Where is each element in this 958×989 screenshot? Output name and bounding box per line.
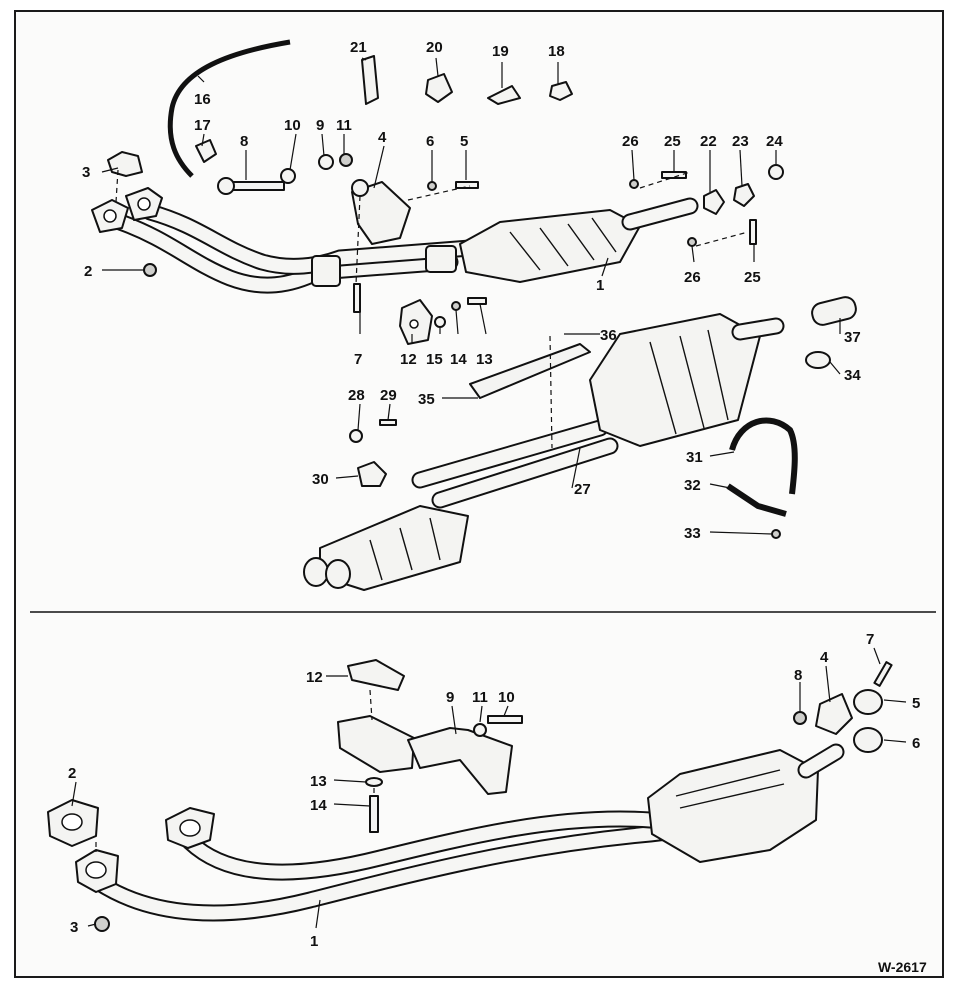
label-4: 4 [378,129,387,146]
label-26-upper: 26 [622,133,639,150]
lower-label-12: 12 [306,669,323,686]
label-29: 29 [380,387,397,404]
label-23: 23 [732,133,749,150]
bracket-lower [407,727,513,795]
label-28: 28 [348,387,365,404]
label-7: 7 [354,351,362,368]
clamp-20 [425,73,453,103]
lower-label-10: 10 [498,689,515,706]
label-36: 36 [600,327,617,344]
catalytic-converter-lower [647,743,845,863]
label-12: 12 [400,351,417,368]
lower-label-2: 2 [68,765,76,782]
label-18: 18 [548,43,565,60]
label-25-lower: 25 [744,269,761,286]
lower-label-13: 13 [310,773,327,790]
clip-19 [487,85,521,105]
label-37: 37 [844,329,861,346]
label-35: 35 [418,391,435,408]
label-17: 17 [194,117,211,134]
label-31: 31 [686,449,703,466]
label-16: 16 [194,91,211,108]
lower-label-1: 1 [310,933,318,950]
label-21: 21 [350,39,367,56]
hanger-bracket [726,483,787,517]
label-3: 3 [82,164,90,181]
label-24: 24 [766,133,783,150]
lower-label-9: 9 [446,689,454,706]
bottom-labels: 1 2 3 4 5 6 7 8 9 10 11 12 13 14 [68,631,920,950]
strap-21 [361,55,379,105]
lower-label-3: 3 [70,919,78,936]
label-5: 5 [460,133,468,150]
bottom-view [47,659,893,932]
tail-pipe-tip [811,296,857,326]
label-19: 19 [492,43,509,60]
heat-shield-lower [337,715,415,773]
lower-label-11: 11 [472,689,488,706]
rubber-ring [805,351,831,369]
label-6: 6 [426,133,434,150]
label-22: 22 [700,133,717,150]
lower-label-14: 14 [310,797,327,814]
label-30: 30 [312,471,329,488]
bottom-leaders [71,647,907,929]
gasket-5 [853,689,883,715]
gasket-6 [853,727,883,753]
lower-label-6: 6 [912,735,920,752]
top-view [91,39,857,591]
oxygen-sensor-wire [167,39,291,178]
label-8: 8 [240,133,248,150]
rear-exhaust-section [303,313,785,591]
label-26-lower: 26 [684,269,701,286]
lower-label-5: 5 [912,695,920,712]
lower-label-8: 8 [794,667,802,684]
label-34: 34 [844,367,861,384]
label-32: 32 [684,477,701,494]
label-13: 13 [476,351,493,368]
rubber-mount [357,461,387,487]
front-pipe-assembly [47,799,709,932]
top-leaders [101,57,841,535]
fasteners [107,151,784,328]
label-10: 10 [284,117,301,134]
heat-shield [351,181,411,245]
figure-code: W-2617 [878,959,927,975]
top-labels: 3 2 1 4 5 6 7 8 9 10 11 12 13 14 15 16 1… [82,39,861,542]
clip-18 [549,81,573,101]
label-9: 9 [316,117,324,134]
label-2: 2 [84,263,92,280]
lower-label-4: 4 [820,649,829,666]
hanger-strap [729,417,798,495]
label-27: 27 [574,481,591,498]
label-11: 11 [336,117,352,134]
front-exhaust-pipe [91,187,479,294]
label-20: 20 [426,39,443,56]
flange-gasket [815,693,853,735]
label-14: 14 [450,351,467,368]
catalytic-converter [459,197,699,283]
label-25-upper: 25 [664,133,681,150]
label-15: 15 [426,351,443,368]
label-33: 33 [684,525,701,542]
clamp-cap [347,659,405,691]
label-1: 1 [596,277,604,294]
lower-label-7: 7 [866,631,874,648]
